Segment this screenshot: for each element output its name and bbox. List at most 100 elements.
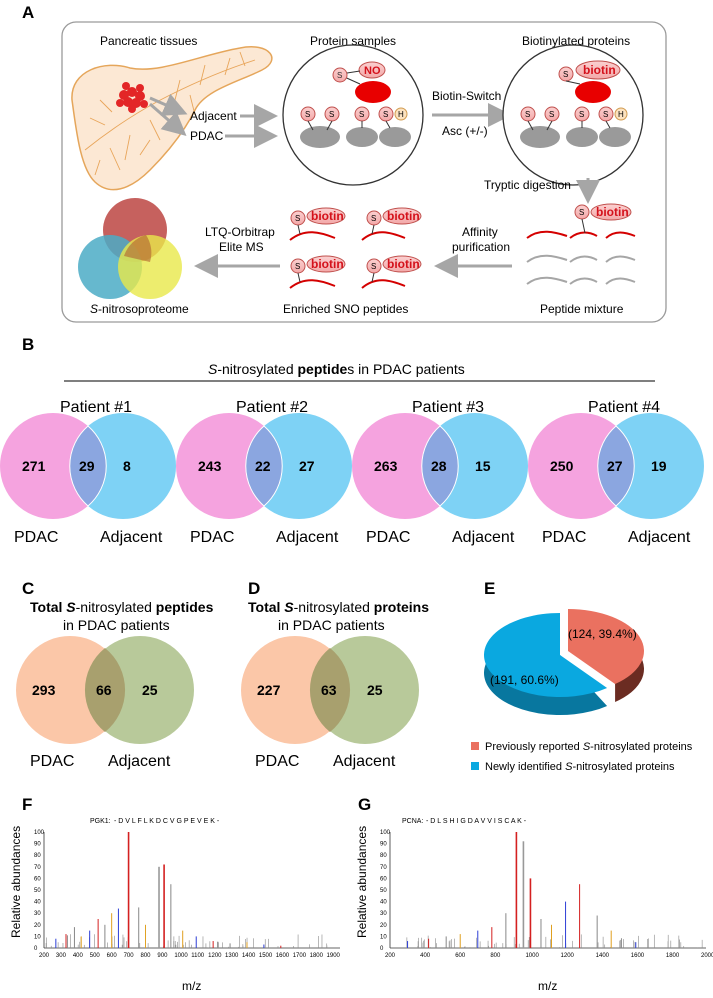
x-tick-label: 1900 <box>327 953 341 959</box>
venn-adjacent-count: 15 <box>475 458 491 474</box>
x-tick-label: 400 <box>420 953 431 959</box>
y-tick-label: 20 <box>34 923 41 929</box>
s-nitrosoproteome-label: S-nitrosoproteome <box>90 302 189 316</box>
biotin-switch-label: Biotin-Switch <box>432 89 501 103</box>
x-tick-label: 300 <box>56 953 67 959</box>
s-glyph: S <box>371 214 376 223</box>
tryptic-digestion-label: Tryptic digestion <box>484 178 571 192</box>
x-tick-label: 1300 <box>225 953 239 959</box>
s-glyph: S <box>337 71 342 80</box>
venn-pdac-count: 263 <box>374 458 398 474</box>
venn-adjacent-label: Adjacent <box>628 529 691 546</box>
biotin-label: biotin <box>387 209 420 223</box>
s-glyph: S <box>371 262 376 271</box>
italic-s: S <box>90 302 98 316</box>
x-tick-label: 800 <box>140 953 151 959</box>
x-tick-label: 700 <box>124 953 135 959</box>
pie-chart <box>483 609 644 715</box>
ms-label-1: LTQ-Orbitrap <box>205 225 275 239</box>
h-glyph: H <box>618 110 624 119</box>
patient-title: Patient #4 <box>588 399 660 416</box>
legend-new: Newly identified S-nitrosylated proteins <box>485 761 675 773</box>
pie-label-new: (191, 60.6%) <box>490 673 559 687</box>
asc-label: Asc (+/-) <box>442 124 488 138</box>
t-bold2: peptides <box>156 599 214 615</box>
y-tick-label: 40 <box>34 900 41 906</box>
venn-pdac-label: PDAC <box>30 753 74 770</box>
pancreatic-tissues-label: Pancreatic tissues <box>100 34 197 48</box>
s-glyph: S <box>525 110 530 119</box>
y-tick-label: 30 <box>380 911 387 917</box>
peptide-sequence: - D V L F L K D C V G P E V E K - <box>114 818 220 825</box>
y-tick-label: 0 <box>34 946 38 952</box>
venn-overlap-count: 29 <box>79 458 95 474</box>
s-glyph: S <box>359 110 364 119</box>
panel-d-title-1: Total S-nitrosylated proteins <box>248 599 429 615</box>
y-tick-label: 0 <box>380 946 384 952</box>
peptide-sequence: - D L S H I G D A V V I S C A K - <box>426 818 527 825</box>
panel-label-e: E <box>484 579 495 598</box>
y-tick-label: 40 <box>380 900 387 906</box>
legend-pre: Newly identified <box>485 761 565 773</box>
venn-pdac-label: PDAC <box>542 529 586 546</box>
x-tick-label: 600 <box>107 953 118 959</box>
h-glyph: H <box>398 110 404 119</box>
panel-c-title-2: in PDAC patients <box>63 617 170 633</box>
s-glyph: S <box>579 110 584 119</box>
x-tick-label: 1200 <box>561 953 575 959</box>
protein-samples-circle <box>282 44 424 186</box>
s-glyph: S <box>383 110 388 119</box>
s-glyph: S <box>603 110 608 119</box>
venn-adjacent-count: 19 <box>651 458 667 474</box>
title-bold: peptide <box>298 361 348 377</box>
venn-pdac-label: PDAC <box>255 753 299 770</box>
y-tick-label: 30 <box>34 911 41 917</box>
legend-swatch-reported <box>471 742 479 750</box>
y-tick-label: 60 <box>34 876 41 882</box>
biotin-label: biotin <box>311 257 344 271</box>
panel-label-a: A <box>22 3 34 22</box>
t-mid: -nitrosylated <box>294 599 374 615</box>
enriched-sno-peptides <box>289 207 422 289</box>
venn-pdac-count: 250 <box>550 458 574 474</box>
venn-adjacent-label: Adjacent <box>276 529 339 546</box>
protein-samples-molecules <box>300 61 411 148</box>
t-bold: Total <box>30 599 66 615</box>
x-tick-label: 600 <box>455 953 466 959</box>
s-glyph: S <box>329 110 334 119</box>
x-tick-label: 2000 <box>701 953 713 959</box>
y-tick-label: 90 <box>380 842 387 848</box>
venn-overlap <box>245 425 283 507</box>
peptide-mixture-label: Peptide mixture <box>540 302 624 316</box>
ms-label-2: Elite MS <box>219 240 264 254</box>
x-tick-label: 800 <box>490 953 501 959</box>
venn-adjacent-label: Adjacent <box>108 753 171 770</box>
x-tick-label: 1500 <box>259 953 273 959</box>
x-tick-label: 1100 <box>191 953 205 959</box>
s-glyph: S <box>295 214 300 223</box>
y-tick-label: 50 <box>34 888 41 894</box>
venn-overlap <box>69 425 107 507</box>
s-nitrosoproteome-rest: -nitrosoproteome <box>98 302 189 316</box>
panel-label-b: B <box>22 335 34 354</box>
panel-d-title-2: in PDAC patients <box>278 617 385 633</box>
legend-post: -nitrosylated proteins <box>572 761 675 773</box>
x-axis-label: m/z <box>538 979 557 993</box>
t-mid: -nitrosylated <box>76 599 156 615</box>
protein-name: PGK1: <box>90 818 111 825</box>
venn-overlap-count: 22 <box>255 458 271 474</box>
panel-label-c: C <box>22 579 34 598</box>
venn-overlap-count: 63 <box>321 682 337 698</box>
y-tick-label: 80 <box>380 853 387 859</box>
t-bold: Total <box>248 599 284 615</box>
venn-pdac-count: 271 <box>22 458 46 474</box>
y-tick-label: 90 <box>34 842 41 848</box>
x-tick-label: 1000 <box>525 953 539 959</box>
venn-pdac-label: PDAC <box>190 529 234 546</box>
venn-overlap <box>84 648 126 732</box>
legend-swatch-new <box>471 762 479 770</box>
title-end: s in PDAC patients <box>347 361 465 377</box>
y-tick-label: 70 <box>380 865 387 871</box>
